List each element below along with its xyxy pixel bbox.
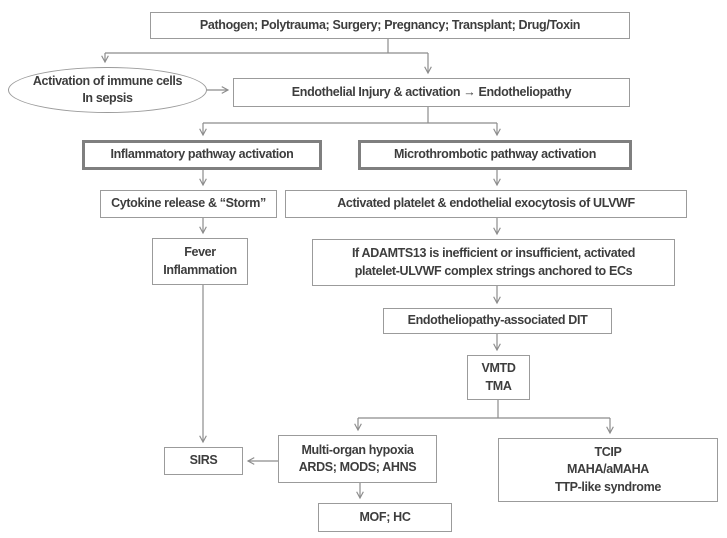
node-vmtd-tma: VMTD TMA <box>467 355 530 400</box>
node-endothelial-injury: Endothelial Injury & activation → Endoth… <box>233 78 630 107</box>
branch-from-trigger <box>105 39 428 54</box>
node-cytokine-storm: Cytokine release & “Storm” <box>100 190 277 218</box>
node-multiorgan-hypoxia: Multi-organ hypoxia ARDS; MODS; AHNS <box>278 435 437 483</box>
node-microthrombotic-pathway: Microthrombotic pathway activation <box>358 140 632 170</box>
node-inflammatory-pathway: Inflammatory pathway activation <box>82 140 322 170</box>
branch-from-vmtd <box>358 400 610 419</box>
node-immune-activation: Activation of immune cells In sepsis <box>8 67 207 113</box>
node-trigger: Pathogen; Polytrauma; Surgery; Pregnancy… <box>150 12 630 39</box>
node-sirs: SIRS <box>164 447 243 475</box>
node-tcip: TCIP MAHA/aMAHA TTP-like syndrome <box>498 438 718 502</box>
node-mof-hc: MOF; HC <box>318 503 452 532</box>
node-dit: Endotheliopathy-associated DIT <box>383 308 612 334</box>
node-fever-inflammation: Fever Inflammation <box>152 238 248 285</box>
branch-from-endothelial <box>203 107 497 124</box>
node-adamts13: If ADAMTS13 is inefficient or insufficie… <box>312 239 675 286</box>
node-ulvwf-exocytosis: Activated platelet & endothelial exocyto… <box>285 190 687 218</box>
